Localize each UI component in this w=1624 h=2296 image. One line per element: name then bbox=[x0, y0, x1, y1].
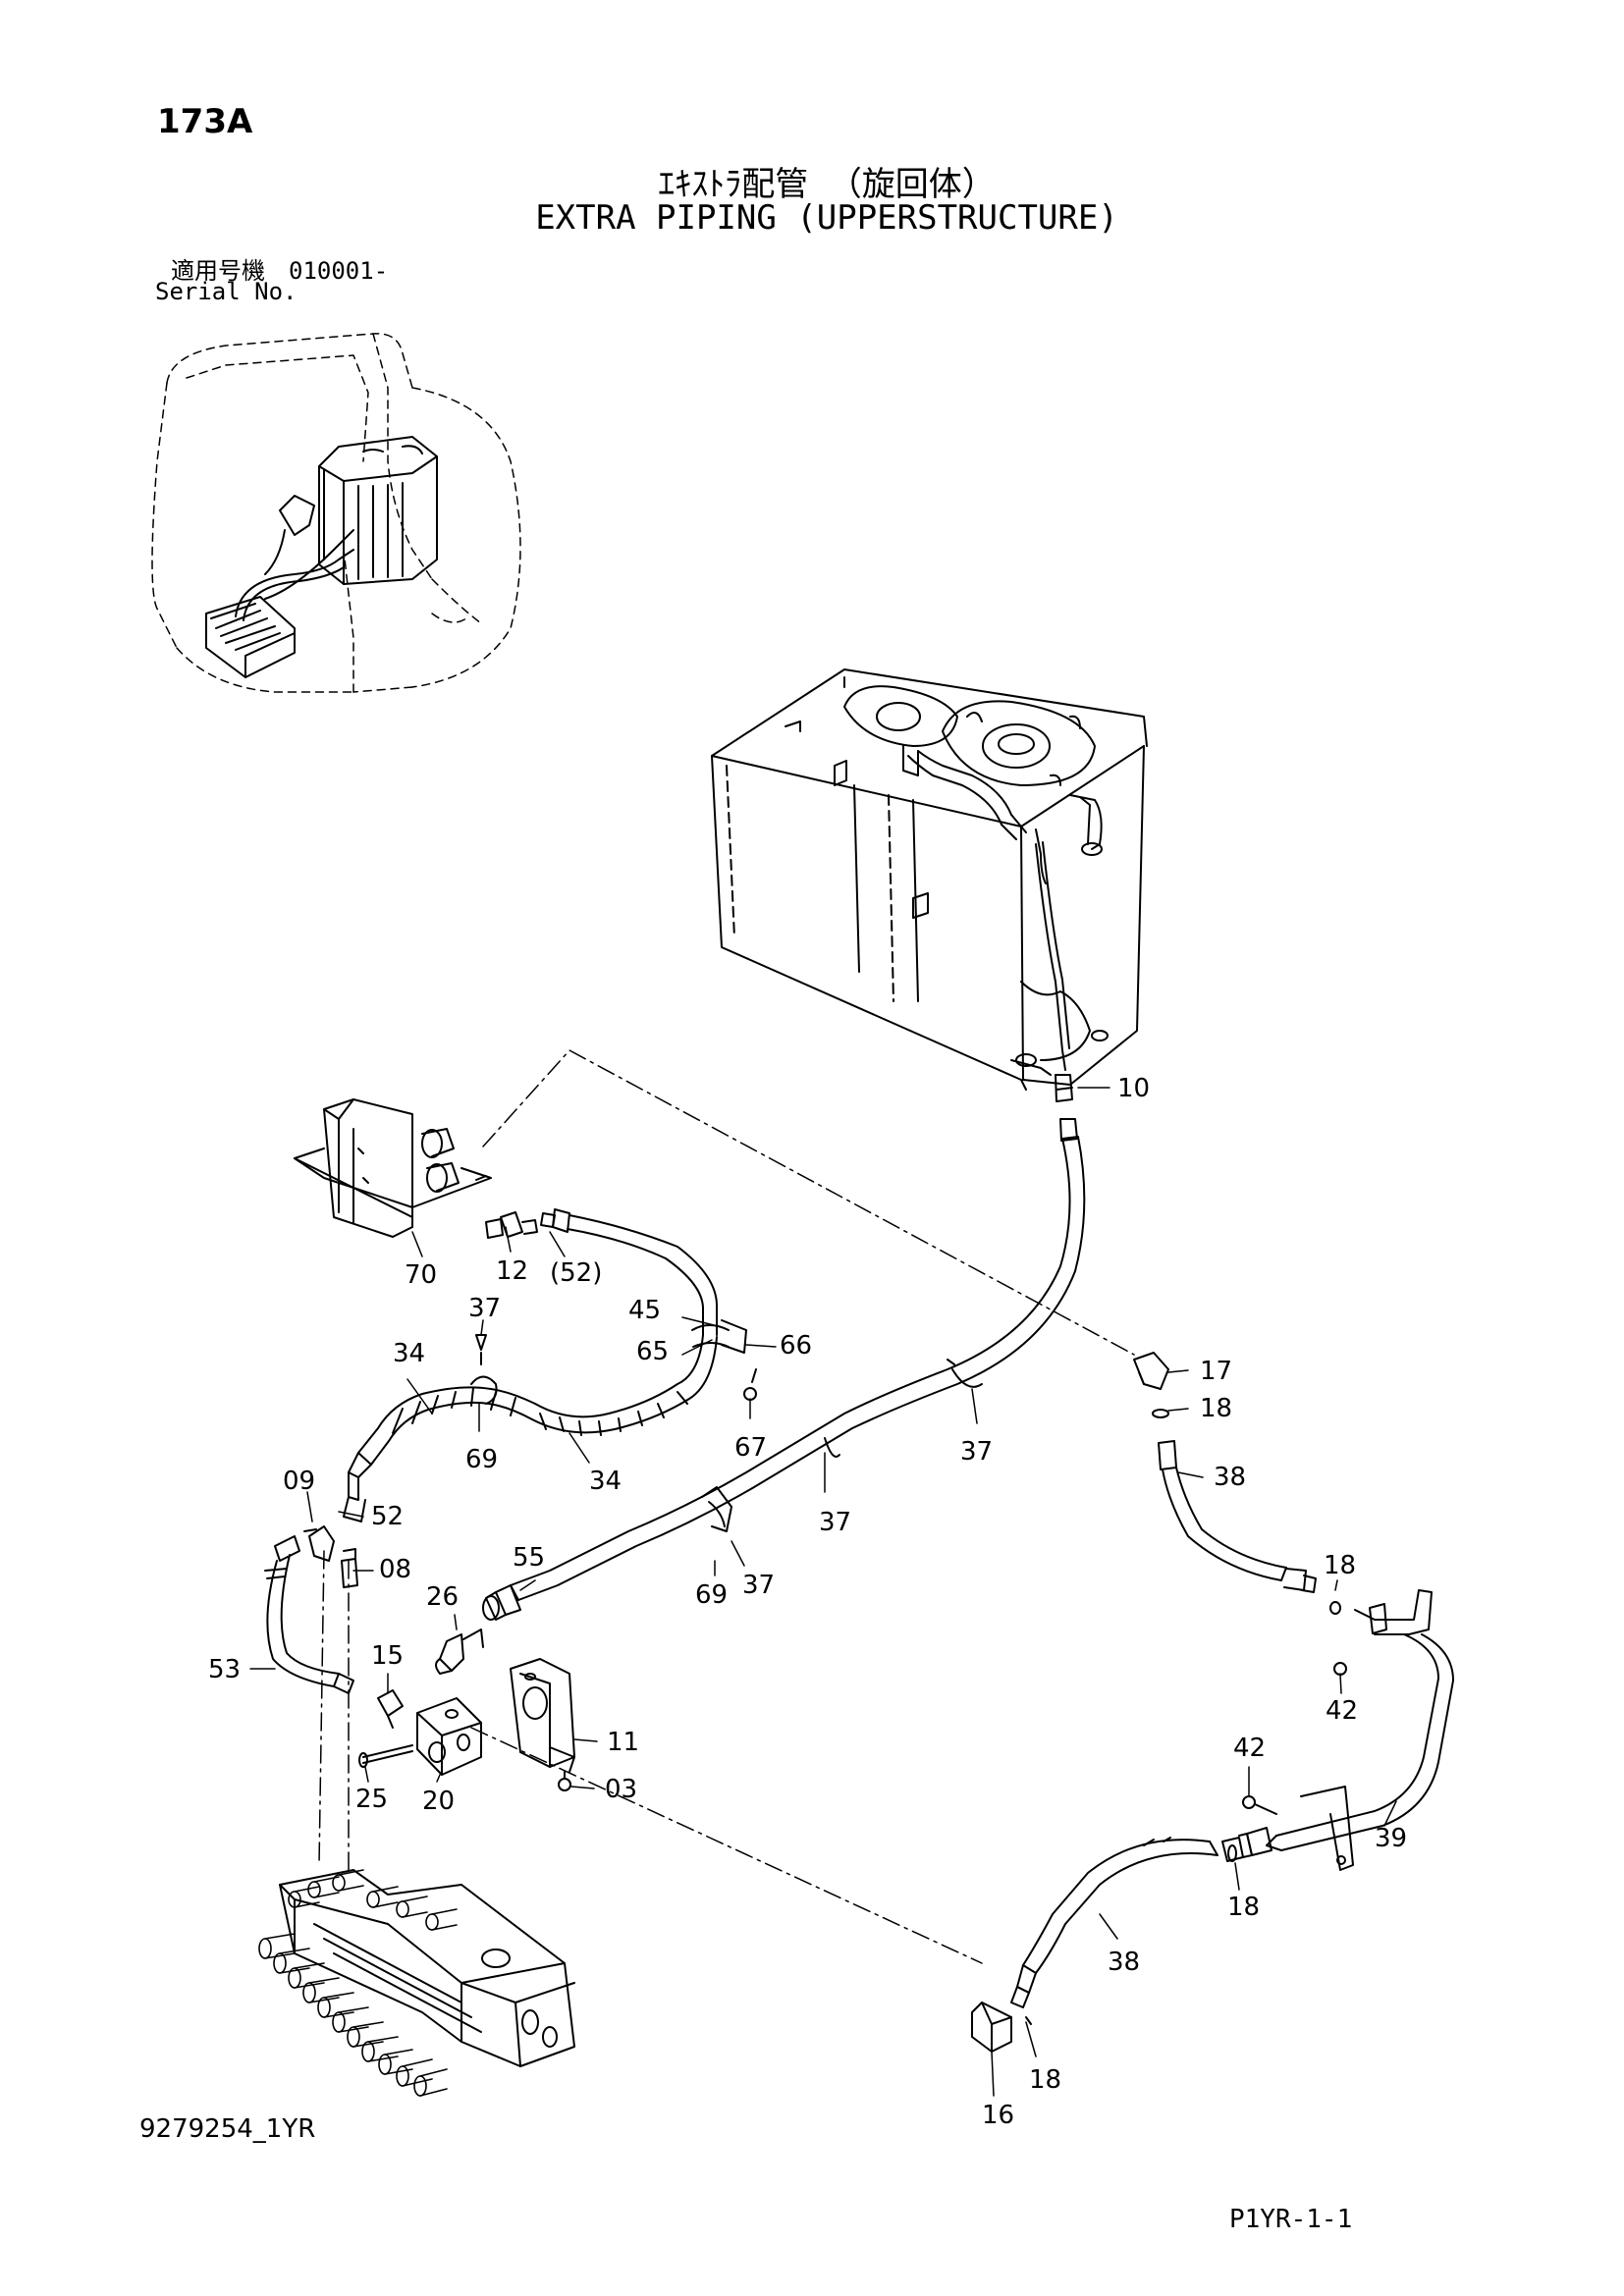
document-code: 9279254_1YR bbox=[139, 2114, 316, 2144]
callout: 70 bbox=[405, 1260, 438, 1290]
callout: 26 bbox=[426, 1582, 460, 1612]
callout: 18 bbox=[1227, 1893, 1261, 1922]
callout: 37 bbox=[960, 1437, 994, 1467]
callout: 34 bbox=[589, 1467, 623, 1496]
callout: 55 bbox=[513, 1543, 546, 1573]
hydraulic-tank bbox=[712, 669, 1147, 1090]
title-japanese: ｴｷｽﾄﾗ配管 （旋回体） bbox=[658, 165, 996, 204]
callout: 66 bbox=[780, 1331, 813, 1361]
callout: 38 bbox=[1108, 1948, 1141, 1977]
callout: 45 bbox=[628, 1296, 662, 1325]
callout: 53 bbox=[208, 1655, 242, 1684]
bracket-70 bbox=[295, 1099, 537, 1238]
callout: 69 bbox=[465, 1445, 499, 1474]
leader-lines bbox=[250, 1088, 1396, 2096]
callout: 37 bbox=[742, 1571, 776, 1600]
callout: 39 bbox=[1375, 1824, 1408, 1853]
callout: 69 bbox=[695, 1580, 729, 1610]
callout: 10 bbox=[1117, 1074, 1151, 1103]
callout: 37 bbox=[468, 1294, 502, 1323]
machine-overview-inset bbox=[152, 334, 520, 692]
page-code: P1YR-1-1 bbox=[1229, 2205, 1353, 2234]
callout: 16 bbox=[982, 2101, 1015, 2130]
callout: 34 bbox=[393, 1339, 426, 1368]
callout: 18 bbox=[1324, 1551, 1357, 1580]
control-valve bbox=[259, 1870, 574, 2096]
hose-52 bbox=[344, 1209, 756, 1522]
callout: 11 bbox=[607, 1728, 640, 1757]
callout: 09 bbox=[283, 1467, 316, 1496]
tank-return-line bbox=[1036, 842, 1077, 1141]
callout: 18 bbox=[1029, 2065, 1062, 2095]
callout: 67 bbox=[734, 1433, 768, 1463]
callout: 65 bbox=[636, 1337, 670, 1366]
callout: 17 bbox=[1200, 1357, 1233, 1386]
serial-label-japanese: 適用号機 010001- bbox=[171, 257, 389, 285]
callout: 52 bbox=[371, 1502, 405, 1531]
right-circuit bbox=[972, 1353, 1453, 2052]
serial-label-english: Serial No. bbox=[155, 278, 298, 305]
callout: 12 bbox=[496, 1256, 529, 1286]
callout: 08 bbox=[379, 1555, 412, 1584]
page-number: 173A bbox=[157, 102, 253, 141]
callout: 18 bbox=[1200, 1394, 1233, 1423]
hose-55 bbox=[483, 1137, 1084, 1620]
callout: 15 bbox=[371, 1641, 405, 1671]
callout: 42 bbox=[1233, 1734, 1267, 1763]
callout: 20 bbox=[422, 1787, 456, 1816]
title-english: EXTRA PIPING (UPPERSTRUCTURE) bbox=[535, 198, 1118, 238]
callout: 42 bbox=[1326, 1696, 1359, 1726]
callout: 38 bbox=[1214, 1463, 1247, 1492]
left-circuit bbox=[265, 1360, 982, 1790]
connection-lines bbox=[319, 1050, 1134, 1963]
callout: 37 bbox=[819, 1508, 852, 1537]
callout: (52) bbox=[550, 1258, 603, 1288]
callout: 03 bbox=[605, 1775, 638, 1804]
callout: 25 bbox=[355, 1785, 389, 1814]
